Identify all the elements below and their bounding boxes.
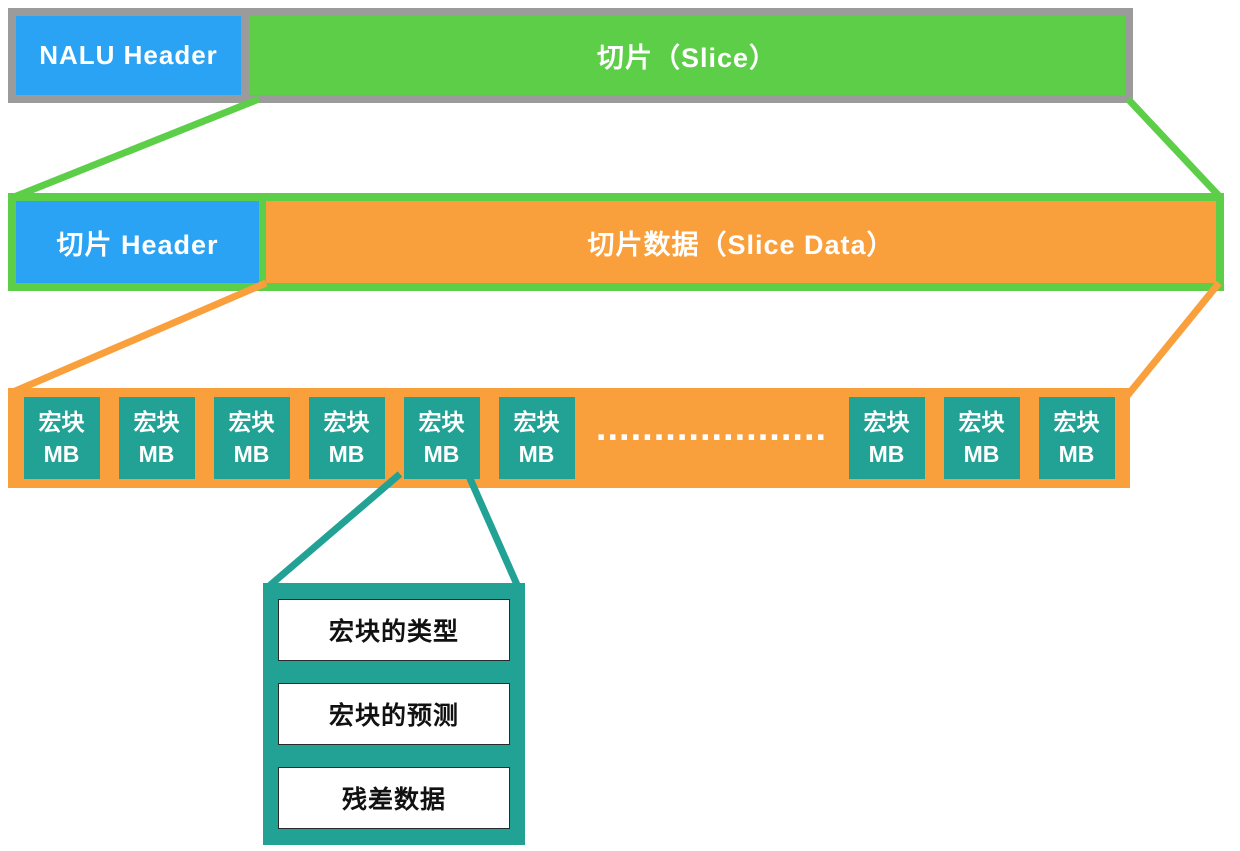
macroblock-box: 宏块 MB <box>23 397 100 479</box>
macroblock-detail-panel: 宏块的类型 宏块的预测 残差数据 <box>263 583 525 845</box>
macroblock-box: 宏块 MB <box>118 397 195 479</box>
macroblock-box: 宏块 MB <box>403 397 480 479</box>
connector-orange-left <box>11 279 268 396</box>
macroblock-label-en: MB <box>43 441 80 467</box>
detail-item-type: 宏块的类型 <box>278 599 510 661</box>
macroblock-label-cn: 宏块 <box>958 408 1005 435</box>
macroblock-label-cn: 宏块 <box>1053 408 1100 435</box>
macroblock-label-cn: 宏块 <box>863 408 910 435</box>
macroblock-label-en: MB <box>518 441 555 467</box>
connector-green-left <box>12 95 261 201</box>
macroblock-label-en: MB <box>138 441 175 467</box>
macroblock-box: 宏块 MB <box>848 397 925 479</box>
macroblock-ellipsis: .................... <box>595 406 828 449</box>
macroblock-label-en: MB <box>423 441 460 467</box>
macroblock-label-en: MB <box>233 441 270 467</box>
macroblock-box: 宏块 MB <box>498 397 575 479</box>
macroblock-label-cn: 宏块 <box>228 408 275 435</box>
detail-item-prediction: 宏块的预测 <box>278 683 510 745</box>
detail-item-residual: 残差数据 <box>278 767 510 829</box>
macroblock-label-cn: 宏块 <box>133 408 180 435</box>
macroblock-label-en: MB <box>868 441 905 467</box>
slice-data-box: 切片数据（Slice Data） <box>266 201 1216 283</box>
slice-header-box: 切片 Header <box>16 201 259 283</box>
macroblock-label-cn: 宏块 <box>513 408 560 435</box>
connector-orange-right <box>1124 280 1222 399</box>
macroblock-group-left: 宏块 MB 宏块 MB 宏块 MB 宏块 MB 宏块 MB 宏块 MB <box>14 397 584 479</box>
slice-box: 切片（Slice） <box>249 16 1125 95</box>
macroblock-box: 宏块 MB <box>1038 397 1115 479</box>
connector-teal-right <box>464 472 522 589</box>
macroblock-label-en: MB <box>963 441 1000 467</box>
macroblock-label-en: MB <box>1058 441 1095 467</box>
nalu-container: NALU Header 切片（Slice） <box>8 8 1133 103</box>
macroblock-label-cn: 宏块 <box>38 408 85 435</box>
macroblock-label-cn: 宏块 <box>418 408 465 435</box>
macroblock-box: 宏块 MB <box>308 397 385 479</box>
macroblock-row: 宏块 MB 宏块 MB 宏块 MB 宏块 MB 宏块 MB 宏块 MB ...............… <box>8 388 1130 488</box>
slice-container: 切片 Header 切片数据（Slice Data） <box>8 193 1224 291</box>
macroblock-group-right: 宏块 MB 宏块 MB 宏块 MB <box>839 397 1124 479</box>
nalu-header-box: NALU Header <box>16 16 241 95</box>
macroblock-box: 宏块 MB <box>943 397 1020 479</box>
macroblock-box: 宏块 MB <box>213 397 290 479</box>
macroblock-label-cn: 宏块 <box>323 408 370 435</box>
macroblock-label-en: MB <box>328 441 365 467</box>
connector-green-right <box>1125 96 1223 200</box>
connector-teal-left <box>265 471 403 590</box>
